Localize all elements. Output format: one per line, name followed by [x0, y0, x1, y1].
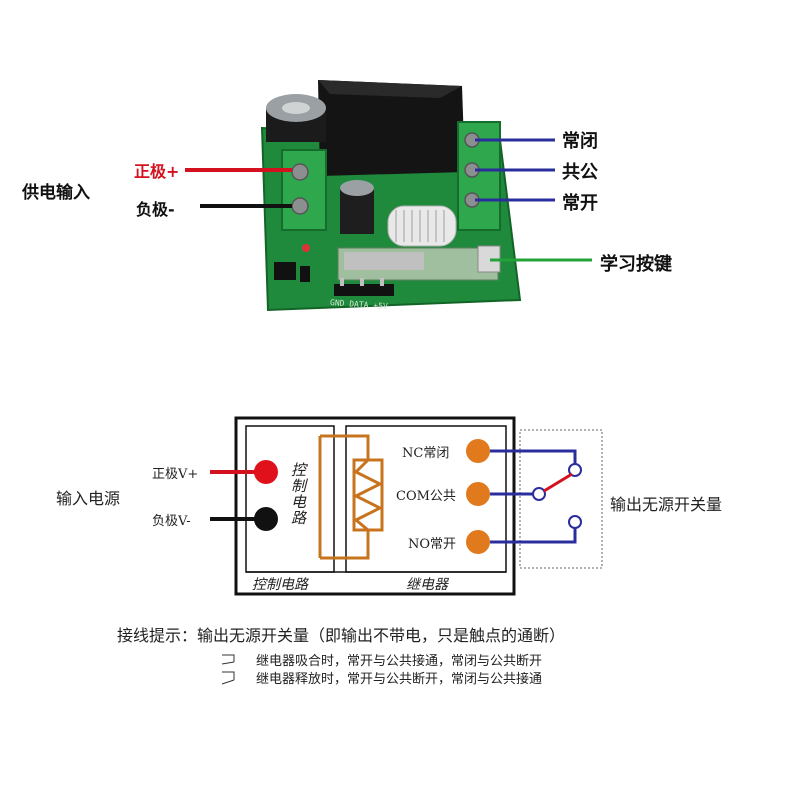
- negative-label: 负极-: [136, 200, 175, 219]
- schematic-no-label: NO常开: [408, 537, 457, 552]
- note-energized: 继电器吸合时，常开与公共接通，常闭与公共断开: [256, 654, 543, 669]
- schematic-negative-label: 负极V-: [152, 514, 191, 529]
- no-label: 常开: [562, 193, 598, 214]
- note-released: 继电器释放时，常开与公共断开，常闭与公共接通: [256, 672, 543, 687]
- control-circuit-vertical-label: 控制电路: [289, 462, 307, 526]
- power-input-label: 供电输入: [22, 183, 90, 203]
- contact-closed-icon: [221, 654, 235, 665]
- negative-terminal: [254, 507, 278, 531]
- contact-open-icon: [221, 671, 235, 685]
- antenna-coil: [387, 205, 457, 247]
- power-terminal-block: [281, 149, 327, 231]
- positive-terminal: [254, 460, 278, 484]
- relay-label: 继电器: [406, 577, 448, 593]
- com-terminal: [466, 482, 490, 506]
- output-label: 输出无源开关量: [610, 495, 723, 514]
- input-power-label: 输入电源: [56, 489, 121, 508]
- switch-contact-arm: [543, 472, 573, 493]
- learn-button-label: 学习按键: [600, 254, 672, 275]
- schematic-positive-label: 正极V+: [152, 467, 199, 482]
- schematic-nc-label: NC常闭: [402, 446, 450, 461]
- com-label: 共公: [562, 162, 598, 183]
- no-output-wire: [490, 528, 577, 544]
- relay-coil: [352, 458, 384, 532]
- nc-label: 常闭: [562, 131, 598, 152]
- nc-terminal: [466, 439, 490, 463]
- positive-label: 正极+: [134, 162, 180, 181]
- wiring-tip: 接线提示：输出无源开关量（即输出不带电，只是触点的通断）: [117, 626, 566, 645]
- output-switch-box: [519, 429, 603, 569]
- control-circuit-label: 控制电路: [252, 577, 308, 593]
- nc-output-wire: [490, 449, 577, 464]
- no-terminal: [466, 530, 490, 554]
- relay-block: [318, 80, 465, 176]
- jumper-component: [274, 262, 296, 280]
- header-pins: [334, 278, 394, 296]
- module-photo: [185, 80, 592, 312]
- module-outline: [234, 416, 516, 596]
- schematic-com-label: COM公共: [396, 489, 456, 504]
